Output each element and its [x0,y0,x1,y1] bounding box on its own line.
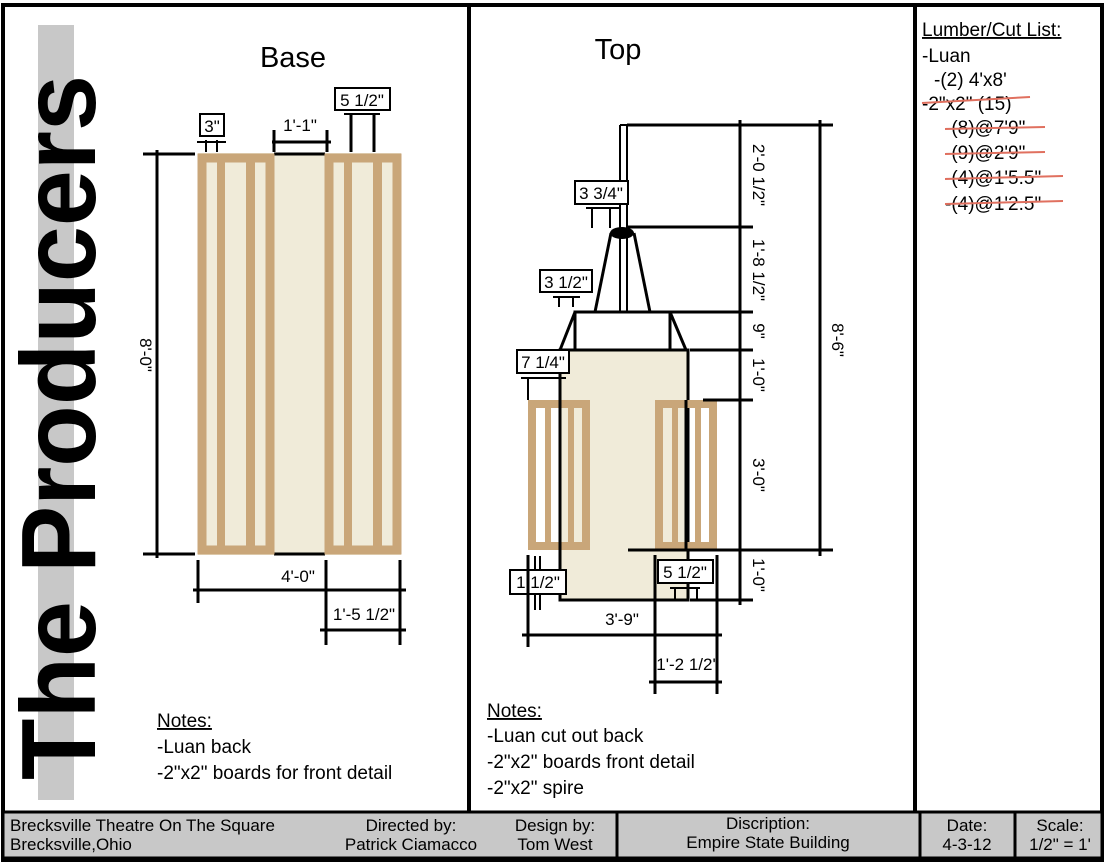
spire-top-dim: 2'-0 1/2" [749,144,768,206]
scale-label: Scale: [1036,816,1083,835]
cut-list-heading: Lumber/Cut List: [922,20,1061,41]
cap-dim: 9" [749,323,768,339]
top-elevation: Top 2 [487,34,847,799]
top-right-frame [655,400,717,550]
cut-list-item: -Luan [922,46,971,67]
base-slat-dim: 5 1/2" [340,91,384,110]
description-value: Empire State Building [686,833,849,852]
spire-collar [610,227,634,239]
top-board-dim: 1 1/2" [516,573,560,592]
cut-list-item-struck: -(4)@1'2.5" [945,194,1041,215]
designer-name: Tom West [517,835,593,854]
design-by-label: Design by: [515,816,595,835]
directed-by-label: Directed by: [366,816,457,835]
top-note: -Luan cut out back [487,726,644,747]
upper-body-dim: 1'-0" [749,358,768,392]
scale-value: 1/2" = 1' [1029,835,1091,854]
cap-offset-dim: 7 1/4" [521,353,565,372]
base-height-dim: 8'-0" [136,338,155,372]
top-notes-heading: Notes: [487,701,542,722]
base-width-dim: 4'-0" [281,567,315,586]
base-right-frame [324,153,402,555]
base-board-dim: 3" [204,117,220,136]
sheet-border [1,3,1104,862]
total-height-dim: 8'-6" [828,323,847,357]
title-block: Brecksville Theatre On The Square Brecks… [1,810,1104,860]
show-title: The Producers [0,25,118,800]
top-note: -2"x2" spire [487,778,584,799]
cone-base-dim: 3 1/2" [544,273,588,292]
title-strip [38,25,74,800]
date-label: Date: [947,816,988,835]
cut-list-item-struck: -2"x2" (15) [922,94,1012,115]
panels-dim: 3'-0" [749,458,768,492]
director-name: Patrick Ciamacco [345,835,477,854]
top-left-frame [528,400,590,550]
top-width-dim: 3'-9" [605,610,639,629]
description-label: Discription: [726,814,810,833]
top-note: -2"x2" boards front detail [487,752,695,773]
venue-name: Brecksville Theatre On The Square [10,816,275,835]
base-elevation: Base 8'-0" 4'-0" 1'-5 1/2" 1'-1" 3" [136,42,406,784]
lower-body-dim: 1'-0" [749,558,768,592]
date-value: 4-3-12 [942,835,991,854]
spire-cone [593,232,613,313]
base-luan [198,153,401,555]
base-panel-width-dim: 1'-5 1/2" [333,605,395,624]
cut-list-item: -(2) 4'x8' [934,70,1007,91]
show-title-text: The Producers [0,75,118,780]
cut-list: Lumber/Cut List: -Luan -(2) 4'x8' -2"x2"… [921,20,1064,215]
base-notes-heading: Notes: [157,711,212,732]
base-gap-dim: 1'-1" [283,116,317,135]
top-luan-body [558,348,690,602]
base-note: -2"x2" boards for front detail [157,763,392,784]
pole-dim: 3 3/4" [579,184,623,203]
top-panel-width-dim: 1'-2 1/2' [656,655,715,674]
base-title: Base [260,42,326,74]
spire-cone-dim: 1'-8 1/2" [749,239,768,301]
top-title: Top [595,34,642,66]
base-left-frame [197,153,275,555]
top-cap [573,310,672,352]
top-slat-dim: 5 1/2" [663,563,707,582]
venue-location: Brecksville,Ohio [10,835,132,854]
base-note: -Luan back [157,737,252,758]
